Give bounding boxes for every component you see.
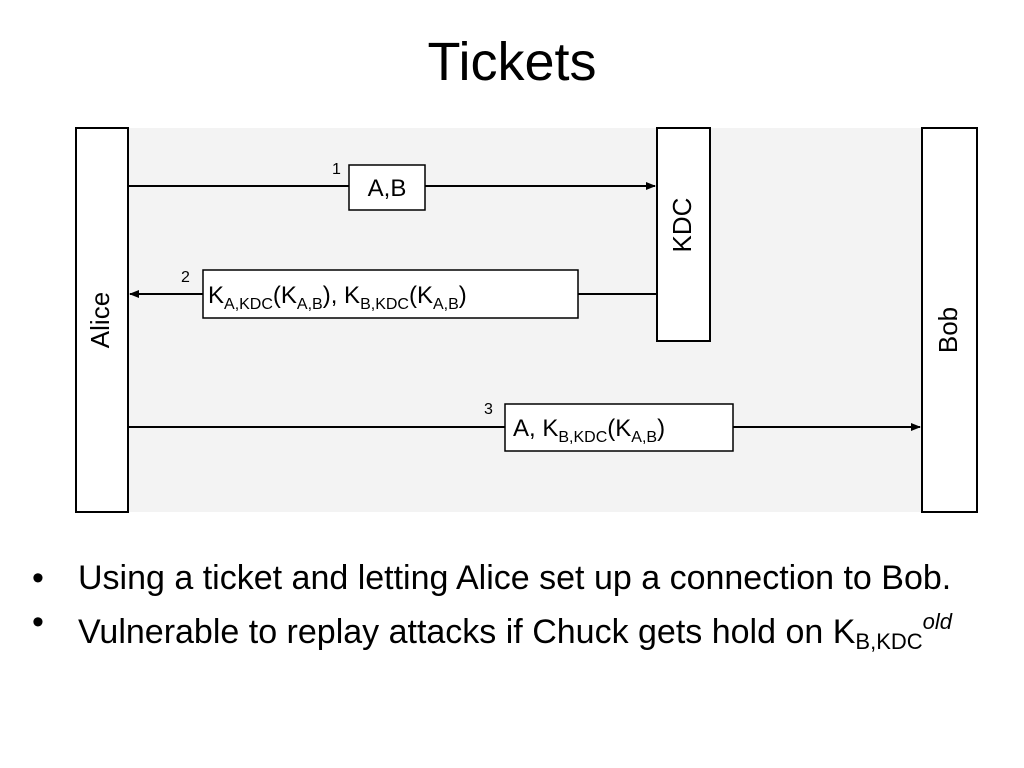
- message-1-text: A,B: [368, 175, 407, 202]
- message-2-text: KA,KDC(KA,B), KB,KDC(KA,B): [208, 282, 467, 313]
- bob-label: Bob: [933, 307, 963, 353]
- alice-label: Alice: [85, 292, 115, 348]
- bullet-item-2: • Vulnerable to replay attacks if Chuck …: [0, 604, 1024, 660]
- bullet-text-2: Vulnerable to replay attacks if Chuck ge…: [78, 613, 833, 651]
- message-1-box: [348, 164, 426, 211]
- bullet-key-subscript: B,KDC: [855, 629, 923, 654]
- kdc-label: KDC: [667, 198, 697, 253]
- bullet-text-1: Using a ticket and letting Alice set up …: [78, 559, 952, 597]
- bullet-list: • Using a ticket and letting Alice set u…: [0, 560, 1024, 668]
- message-3-text: A, KB,KDC(KA,B): [513, 415, 665, 446]
- kdc-box: [656, 127, 711, 342]
- bob-box: [921, 127, 978, 513]
- message-1-number: 1: [332, 161, 341, 178]
- bullet-key: K: [832, 613, 856, 651]
- bullet-dot: •: [32, 559, 44, 597]
- bullet-item-1: • Using a ticket and letting Alice set u…: [0, 560, 1024, 596]
- message-3-box: [504, 403, 734, 452]
- alice-box: [75, 127, 129, 513]
- message-3-number: 3: [484, 401, 493, 418]
- message-2-box: [202, 269, 579, 319]
- slide-title: Tickets: [427, 32, 597, 92]
- message-2-number: 2: [181, 269, 190, 286]
- bullet-key-superscript: old: [922, 609, 953, 634]
- bullet-dot: •: [32, 603, 44, 641]
